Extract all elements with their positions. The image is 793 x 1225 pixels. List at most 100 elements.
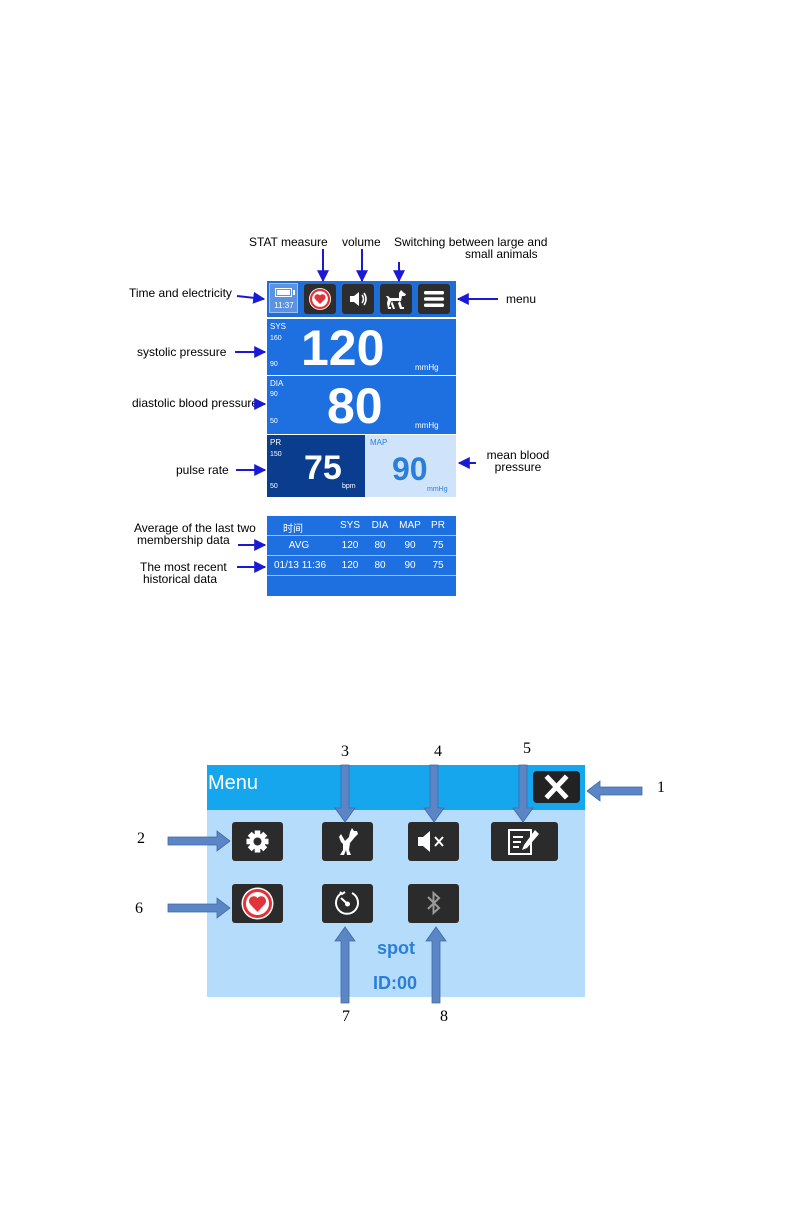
callout-1: 1	[657, 779, 665, 796]
callout-arrow-7	[334, 926, 356, 1004]
menu-screen: Menu	[207, 765, 585, 997]
map-panel: MAP 90 mmHg	[365, 435, 456, 497]
bluetooth-button[interactable]	[408, 884, 459, 923]
dog-icon	[386, 290, 406, 309]
stat-button[interactable]	[232, 884, 283, 923]
cat-icon	[339, 828, 358, 855]
device-id: ID:00	[373, 973, 418, 993]
diastolic-panel: DIA 90 50 80 mmHg	[267, 376, 456, 434]
label-stat-measure: STAT measure	[249, 235, 328, 249]
history-row-recent[interactable]: 01/13 11:36 120 80 90 75	[267, 556, 456, 576]
history-row-avg[interactable]: AVG 120 80 90 75	[267, 536, 456, 556]
history-cell-map: 90	[404, 560, 416, 571]
callout-4: 4	[434, 743, 442, 760]
label-systolic: systolic pressure	[137, 345, 227, 359]
label-mean-2: pressure	[494, 460, 542, 474]
arrow-time	[236, 291, 266, 304]
sys-value: 120	[301, 320, 385, 376]
close-icon	[544, 774, 569, 800]
callout-8: 8	[440, 1008, 448, 1025]
history-cell-dia: 80	[374, 540, 386, 551]
label-recent-1: The most recent	[140, 560, 227, 574]
map-unit: mmHg	[427, 486, 448, 493]
label-menu: menu	[506, 292, 537, 306]
speaker-icon	[350, 292, 367, 306]
small-animal-button[interactable]	[322, 822, 373, 861]
hamburger-icon	[424, 291, 444, 307]
stat-measure-button[interactable]	[304, 284, 336, 314]
callout-arrow-6	[167, 897, 231, 919]
pr-unit: bpm	[342, 483, 356, 490]
map-value: 90	[392, 451, 428, 487]
label-time-electricity: Time and electricity	[129, 286, 232, 300]
pr-lower-limit: 50	[270, 483, 278, 490]
timer-icon	[335, 891, 359, 915]
callout-6: 6	[135, 900, 143, 917]
clock-time: 11:37	[274, 301, 294, 310]
history-cell-map: 90	[404, 540, 416, 551]
history-header-pr: PR	[431, 520, 445, 531]
label-pulse-rate: pulse rate	[176, 463, 229, 477]
animal-size-button[interactable]	[380, 284, 412, 314]
pr-upper-limit: 150	[270, 451, 282, 458]
history-cell-sys: 120	[341, 540, 359, 551]
callout-3: 3	[341, 743, 349, 760]
map-label: MAP	[370, 438, 388, 447]
history-cell-pr: 75	[432, 540, 444, 551]
history-cell-sys: 120	[341, 560, 359, 571]
monitor-screen: 11:37	[267, 281, 456, 497]
close-button[interactable]	[533, 771, 580, 803]
callout-arrow-8	[425, 926, 447, 1004]
callout-arrow-4	[423, 764, 445, 823]
mute-button[interactable]	[408, 822, 459, 861]
mode-label: spot	[377, 938, 415, 958]
settings-button[interactable]	[232, 822, 283, 861]
history-header-map: MAP	[399, 520, 421, 531]
callout-5: 5	[523, 740, 531, 757]
pr-value: 75	[304, 449, 342, 487]
timer-button[interactable]	[322, 884, 373, 923]
pr-label: PR	[270, 438, 282, 447]
history-cell-time: AVG	[288, 540, 310, 551]
callout-arrow-3	[334, 764, 356, 823]
volume-button[interactable]	[342, 284, 374, 314]
dia-lower-limit: 50	[270, 418, 278, 425]
record-edit-icon	[508, 829, 539, 855]
pulse-rate-panel: PR 150 50 75 bpm	[267, 435, 365, 497]
callout-2: 2	[137, 830, 145, 847]
callout-arrow-2	[167, 830, 231, 852]
menu-title: Menu	[208, 772, 259, 794]
history-cell-dia: 80	[374, 560, 386, 571]
history-header-row: 时间 SYS DIA MAP PR	[267, 516, 456, 536]
records-button[interactable]	[491, 822, 558, 861]
mute-icon	[418, 831, 444, 852]
callout-arrow-1	[586, 780, 643, 802]
stat-heart-icon	[309, 288, 331, 310]
history-cell-time: 01/13 11:36	[273, 560, 327, 571]
sys-lower-limit: 90	[270, 361, 278, 368]
sys-unit: mmHg	[415, 363, 439, 372]
dia-value: 80	[327, 378, 383, 434]
dia-upper-limit: 90	[270, 391, 278, 398]
label-average-1: Average of the last two	[134, 521, 256, 535]
history-cell-pr: 75	[432, 560, 444, 571]
label-switching-2: small animals	[465, 247, 538, 261]
history-header-time: 时间	[283, 524, 303, 535]
battery-icon	[275, 288, 295, 297]
history-header-sys: SYS	[339, 520, 360, 531]
sys-upper-limit: 160	[270, 335, 282, 342]
sys-label: SYS	[270, 322, 287, 331]
bluetooth-icon	[427, 890, 441, 916]
label-volume: volume	[342, 235, 381, 249]
systolic-panel: SYS 160 90 120 mmHg	[267, 319, 456, 375]
dia-label: DIA	[270, 379, 284, 388]
label-mean-1: mean blood	[486, 448, 550, 462]
battery-time-indicator: 11:37	[269, 283, 298, 313]
menu-button[interactable]	[418, 284, 450, 314]
callout-7: 7	[342, 1008, 350, 1025]
callout-arrow-5	[512, 764, 534, 823]
top-bar: 11:37	[267, 281, 456, 317]
gear-icon	[246, 830, 269, 853]
label-diastolic: diastolic blood pressure	[132, 396, 259, 410]
